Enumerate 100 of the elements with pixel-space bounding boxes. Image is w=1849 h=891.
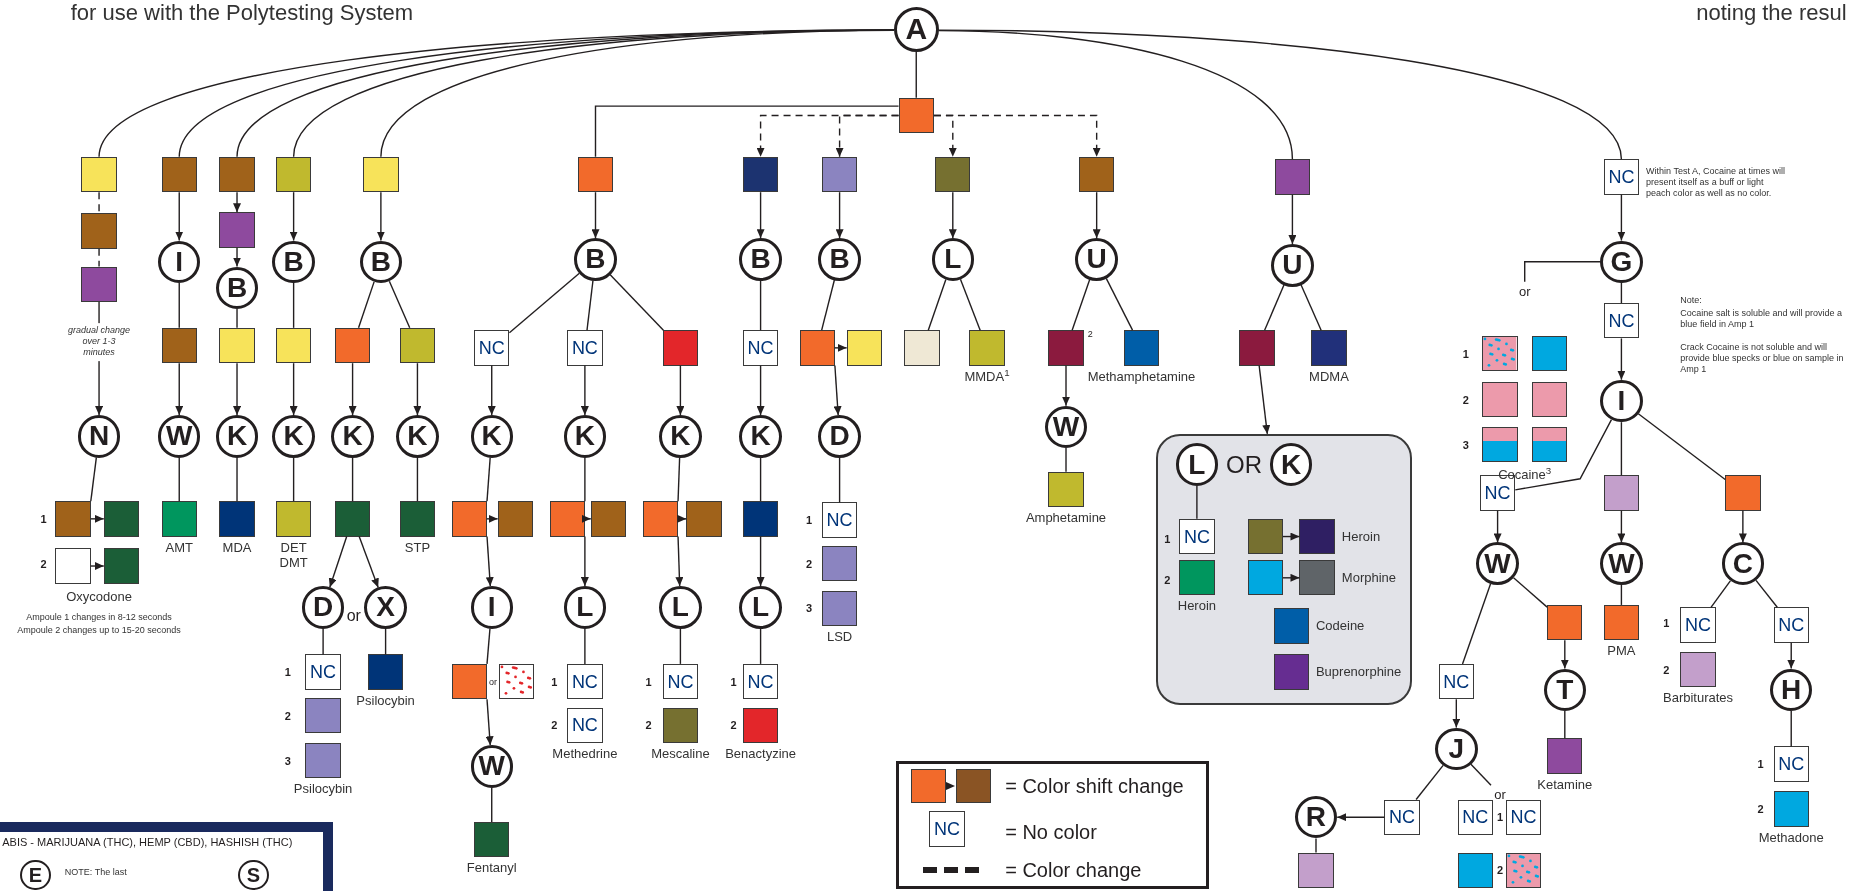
color-swatch bbox=[1603, 475, 1640, 511]
arrow bbox=[376, 191, 385, 242]
arrow bbox=[328, 535, 348, 588]
number-label: 1 bbox=[1496, 811, 1503, 823]
connector-line bbox=[90, 456, 98, 502]
dotted-swatch bbox=[1505, 852, 1542, 888]
connector-line bbox=[508, 272, 581, 334]
connector-line bbox=[1315, 837, 1317, 854]
color-swatch bbox=[1179, 560, 1215, 596]
note-text: Ampoule 1 changes in 8-12 seconds bbox=[26, 612, 172, 622]
color-swatch bbox=[1048, 471, 1084, 508]
drug-name: MDMA bbox=[1309, 368, 1349, 385]
color-swatch bbox=[367, 654, 404, 690]
connector-line bbox=[1620, 421, 1623, 476]
connector-line bbox=[594, 105, 900, 158]
arrow bbox=[1258, 364, 1271, 435]
heading-text: noting the resul bbox=[1696, 2, 1847, 25]
connector-line bbox=[1461, 583, 1492, 665]
color-swatch bbox=[1457, 852, 1493, 888]
drug-name: Psilocybin bbox=[293, 781, 353, 797]
arrow bbox=[1062, 364, 1070, 407]
no-color-box: NC bbox=[1179, 518, 1215, 555]
arrow bbox=[581, 514, 592, 523]
arrow bbox=[580, 535, 589, 587]
number-label: 2 bbox=[1757, 803, 1764, 815]
color-swatch bbox=[219, 501, 255, 537]
number-label: 2 bbox=[1496, 864, 1503, 876]
arrow bbox=[1282, 532, 1301, 541]
color-swatch bbox=[474, 821, 510, 858]
color-swatch bbox=[1531, 382, 1568, 418]
arrow bbox=[1288, 193, 1297, 245]
connector-line bbox=[584, 627, 586, 665]
number-label: 2 bbox=[1164, 574, 1171, 586]
color-swatch bbox=[81, 266, 117, 302]
two-tone-swatch bbox=[1531, 426, 1568, 463]
color-swatch bbox=[821, 590, 858, 627]
drug-name: Methedrine bbox=[552, 745, 618, 762]
number-label: 3 bbox=[1462, 439, 1469, 451]
connector-line bbox=[759, 456, 762, 502]
no-color-box: NC bbox=[821, 502, 858, 538]
note-text: Ampoule 2 changes up to 15-20 seconds bbox=[17, 625, 181, 635]
color-swatch bbox=[1680, 652, 1716, 688]
arrow bbox=[486, 514, 499, 523]
number-label: 2 bbox=[1663, 664, 1670, 676]
color-swatch bbox=[399, 501, 436, 537]
arrow bbox=[1738, 509, 1747, 544]
arrow bbox=[175, 362, 184, 416]
connector-line bbox=[1470, 763, 1492, 787]
connector-line bbox=[1637, 413, 1726, 481]
color-swatch bbox=[81, 213, 117, 249]
arrow bbox=[175, 191, 184, 242]
color-swatch bbox=[1299, 518, 1335, 555]
number-label: 1 bbox=[1757, 758, 1764, 770]
color-swatch bbox=[1298, 852, 1334, 888]
color-swatch bbox=[103, 501, 140, 537]
drug-name: DMT bbox=[279, 555, 308, 571]
color-swatch bbox=[161, 156, 197, 193]
number-label: 1 bbox=[730, 676, 737, 688]
drug-name: MDA bbox=[222, 539, 252, 556]
no-color-box: NC bbox=[567, 330, 603, 366]
drug-name: Amphetamine bbox=[1025, 510, 1107, 526]
color-swatch bbox=[219, 212, 255, 248]
connector-line bbox=[1620, 584, 1623, 606]
no-color-box: NC bbox=[474, 330, 510, 366]
arrow bbox=[591, 191, 600, 239]
color-swatch bbox=[219, 156, 255, 193]
color-swatch bbox=[497, 501, 533, 537]
no-color-box: NC bbox=[1603, 303, 1640, 339]
color-swatch bbox=[275, 327, 312, 364]
connector-line bbox=[838, 456, 841, 504]
dotted-swatch bbox=[498, 663, 535, 700]
drug-name: Benactyzine bbox=[725, 745, 796, 762]
color-swatch bbox=[1531, 336, 1568, 372]
connector-line bbox=[351, 456, 354, 502]
connector-line bbox=[937, 29, 1623, 160]
number-label: 2 bbox=[1462, 394, 1469, 406]
color-swatch bbox=[642, 501, 679, 537]
color-swatch bbox=[577, 156, 614, 193]
color-swatch bbox=[1299, 560, 1335, 596]
arrow bbox=[580, 364, 589, 416]
number-label: 2 bbox=[551, 719, 558, 731]
color-swatch bbox=[935, 156, 971, 193]
color-swatch bbox=[742, 156, 779, 193]
arrow bbox=[485, 535, 494, 587]
arrow bbox=[1452, 698, 1461, 729]
arrow bbox=[1617, 193, 1626, 242]
legend-text: = No color bbox=[1005, 821, 1097, 842]
no-color-box: NC bbox=[567, 707, 603, 743]
number-label: 2 bbox=[284, 710, 291, 722]
connector-line bbox=[178, 456, 180, 502]
color-swatch bbox=[1547, 738, 1583, 774]
color-swatch bbox=[904, 330, 940, 366]
color-swatch bbox=[334, 501, 371, 537]
no-color-box: NC bbox=[305, 654, 341, 690]
no-color-box: NC bbox=[662, 663, 699, 700]
color-swatch bbox=[55, 548, 91, 584]
color-swatch bbox=[742, 707, 779, 743]
note-text: Within Test A, Cocaine at times will present itself as a buff or light peach color as well as no color. bbox=[1646, 166, 1786, 200]
connector-line bbox=[1710, 580, 1732, 608]
no-color-box: NC bbox=[1438, 663, 1474, 700]
